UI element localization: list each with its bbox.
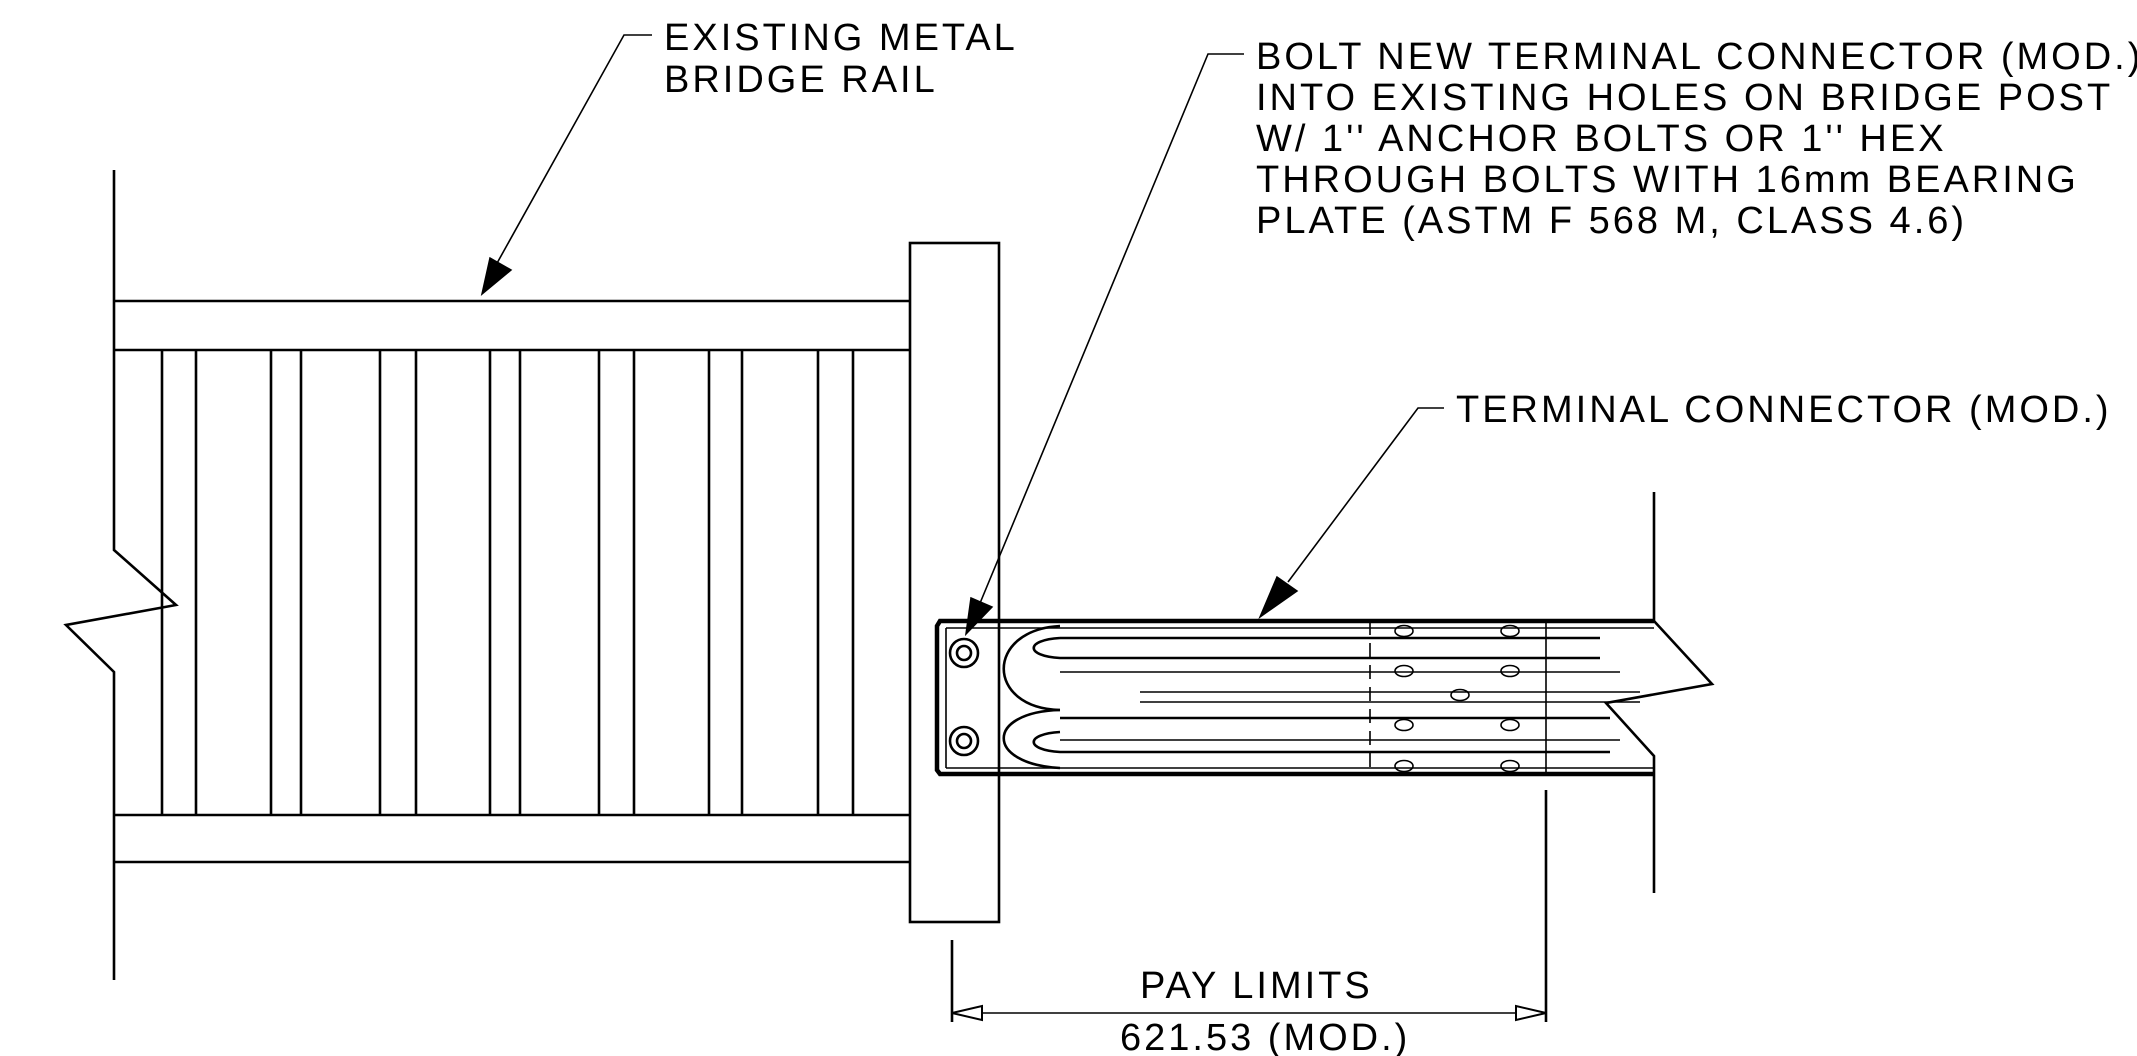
dimension-arrow-left <box>951 1004 983 1022</box>
bolt-note-line-2: INTO EXISTING HOLES ON BRIDGE POST <box>1256 77 2113 119</box>
pay-limits-label: PAY LIMITS <box>1140 965 1373 1007</box>
anchor-bolts <box>948 637 980 757</box>
leader-existing-rail <box>480 34 652 296</box>
bolt-note: BOLT NEW TERMINAL CONNECTOR (MOD.) INTO … <box>1256 36 2137 242</box>
bolt-note-line-1: BOLT NEW TERMINAL CONNECTOR (MOD.) <box>1256 36 2137 78</box>
pay-limits-dimension <box>950 790 1548 1022</box>
bolt-note-line-3: W/ 1'' ANCHOR BOLTS OR 1'' HEX <box>1256 118 1947 160</box>
rail-balusters <box>160 350 855 815</box>
dimension-value: 621.53 (MOD.) <box>1120 1017 1410 1056</box>
guardrail-break-symbol <box>1603 620 1715 774</box>
bolt-note-line-5: PLATE (ASTM F 568 M, CLASS 4.6) <box>1256 200 1967 242</box>
existing-bridge-rail <box>63 170 1001 980</box>
connector-corrugations <box>1002 624 1640 770</box>
terminal-connector <box>934 492 1715 893</box>
splice-bolt-slots <box>1394 624 1520 773</box>
rail-left-break-line <box>63 170 179 980</box>
existing-rail-label-line-2: BRIDGE RAIL <box>664 59 938 101</box>
dimension-arrow-right <box>1515 1004 1547 1022</box>
bolt-note-line-4: THROUGH BOLTS WITH 16mm BEARING <box>1256 159 2079 201</box>
bridge-post <box>908 241 1001 924</box>
leader-terminal-connector <box>1258 407 1444 620</box>
leader-bolt-note <box>964 53 1244 637</box>
connector-outline <box>934 618 1654 777</box>
terminal-connector-label: TERMINAL CONNECTOR (MOD.) <box>1456 389 2112 431</box>
existing-rail-label-line-1: EXISTING METAL <box>664 17 1018 59</box>
